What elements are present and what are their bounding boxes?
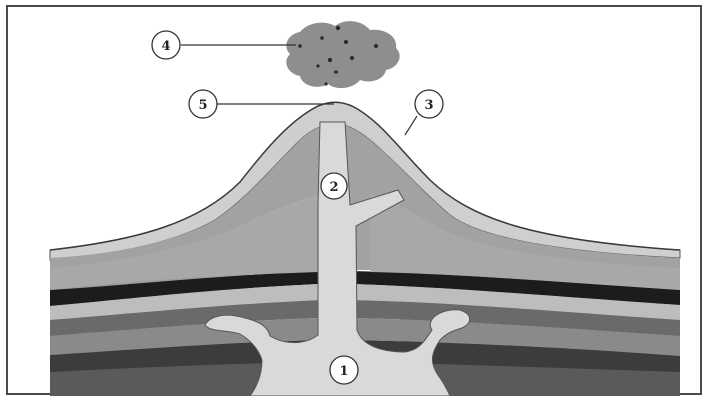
label-2: 2: [321, 173, 347, 199]
svg-text:3: 3: [424, 98, 433, 113]
label-1: 1: [330, 356, 358, 384]
svg-text:5: 5: [198, 98, 207, 113]
label-4: 4: [152, 31, 180, 59]
label-5: 5: [189, 90, 217, 118]
svg-text:2: 2: [329, 180, 338, 195]
label-3: 3: [415, 90, 443, 118]
svg-text:1: 1: [339, 364, 348, 379]
svg-text:4: 4: [161, 39, 170, 54]
